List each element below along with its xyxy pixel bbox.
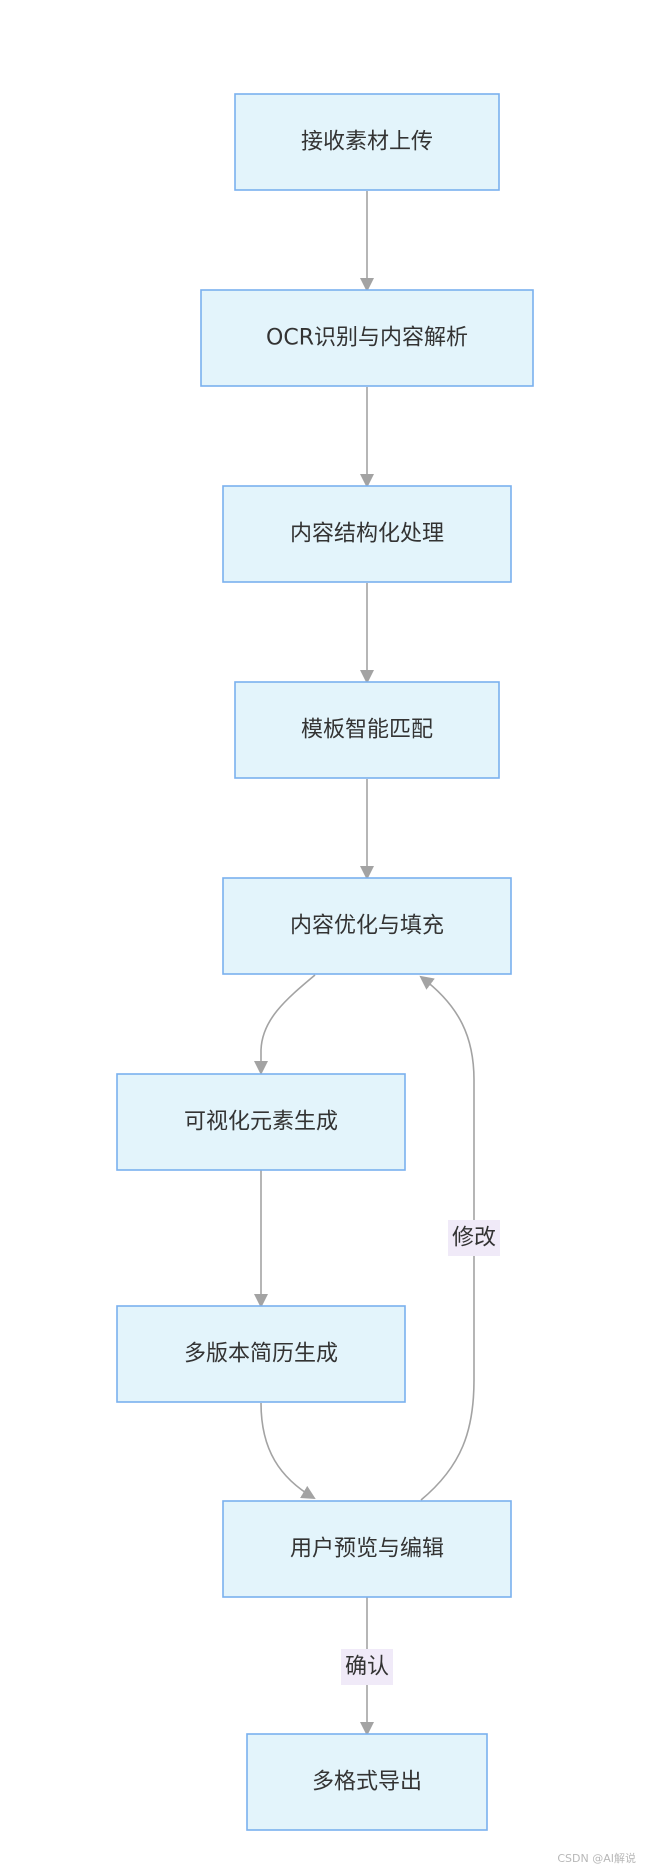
edge-label-modify: 修改 xyxy=(448,1220,500,1256)
node-preview: 用户预览与编辑 xyxy=(222,1500,512,1598)
edge-label-modify-text: 修改 xyxy=(452,1226,496,1251)
watermark: CSDN @AI解说 xyxy=(557,1852,636,1865)
node-optimize-box xyxy=(222,877,512,975)
edge-optimize-to-visual xyxy=(254,974,316,1075)
node-upload-box xyxy=(234,93,500,191)
node-preview-box xyxy=(222,1500,512,1598)
node-ocr: OCR识别与内容解析 xyxy=(200,289,534,387)
node-export-label: 多格式导出 xyxy=(312,1770,422,1795)
node-upload: 接收素材上传 xyxy=(234,93,500,191)
node-visual: 可视化元素生成 xyxy=(116,1073,406,1171)
node-template-box xyxy=(234,681,500,779)
node-multi-box xyxy=(116,1305,406,1403)
node-export: 多格式导出 xyxy=(246,1733,488,1831)
node-structure: 内容结构化处理 xyxy=(222,485,512,583)
edge-label-modify-bg xyxy=(448,1220,500,1256)
node-visual-label: 可视化元素生成 xyxy=(184,1110,338,1135)
edge-label-confirm: 确认 xyxy=(341,1649,393,1685)
node-preview-label: 用户预览与编辑 xyxy=(290,1537,444,1562)
node-template: 模板智能匹配 xyxy=(234,681,500,779)
node-ocr-label: OCR识别与内容解析 xyxy=(266,326,468,351)
node-export-box xyxy=(246,1733,488,1831)
node-template-label: 模板智能匹配 xyxy=(301,718,433,743)
node-structure-label: 内容结构化处理 xyxy=(290,522,444,547)
node-visual-box xyxy=(116,1073,406,1171)
edge-label-confirm-text: 确认 xyxy=(345,1655,389,1680)
node-optimize-label: 内容优化与填充 xyxy=(290,914,444,939)
node-structure-box xyxy=(222,485,512,583)
node-upload-label: 接收素材上传 xyxy=(301,130,433,155)
edge-multi-to-preview xyxy=(260,1402,316,1500)
node-optimize: 内容优化与填充 xyxy=(222,877,512,975)
node-multi: 多版本简历生成 xyxy=(116,1305,406,1403)
node-ocr-box xyxy=(200,289,534,387)
node-multi-label: 多版本简历生成 xyxy=(184,1342,338,1367)
edge-label-confirm-bg xyxy=(341,1649,393,1685)
